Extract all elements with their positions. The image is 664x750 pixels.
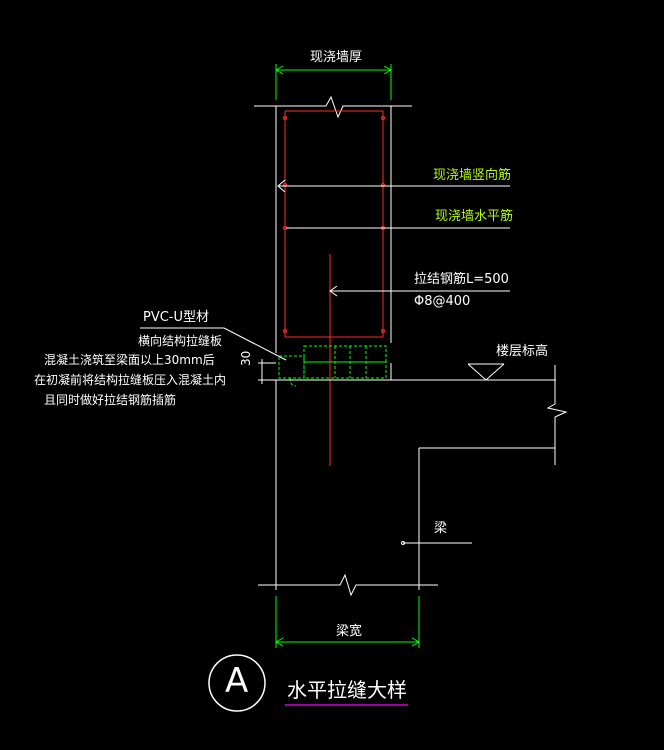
- pvc-material-label: PVC-U型材: [143, 310, 210, 325]
- bottom-break-line: [258, 573, 438, 597]
- leader-lines: [140, 179, 510, 361]
- vertical-rebar-label: 现浇墙竖向筋: [433, 168, 512, 183]
- note-line-2: 在初凝前将结构拉缝板压入混凝土内: [34, 373, 227, 387]
- note-line-1: 混凝土浇筑至梁面以上30mm后: [44, 353, 215, 367]
- tie-rebar-spacing-label: Φ8@400: [414, 294, 471, 309]
- detail-title: 水平拉缝大样: [287, 678, 407, 702]
- detail-letter: A: [225, 661, 249, 701]
- pvc-profile: [278, 345, 387, 387]
- floor-level: [276, 363, 568, 465]
- bottom-dimension: [274, 596, 421, 648]
- floor-level-label: 楼层标高: [496, 344, 549, 359]
- beam-outline: [275, 380, 555, 590]
- note-line-3: 且同时做好拉结钢筋插筋: [44, 393, 177, 407]
- beam-width-label: 梁宽: [336, 624, 363, 639]
- pvc-desc-label: 横向结构拉缝板: [138, 334, 223, 348]
- dim-30: [258, 359, 276, 384]
- wall-thickness-label: 现浇墙厚: [310, 50, 363, 65]
- wall-outline: [275, 106, 392, 353]
- detail-marker: [208, 654, 408, 712]
- top-break-line: [254, 95, 412, 119]
- dim-30-label: 30: [239, 350, 253, 366]
- beam-label: 梁: [434, 521, 448, 536]
- top-dimension: [274, 64, 393, 100]
- horizontal-rebar-label: 现浇墙水平筋: [435, 209, 514, 224]
- rebar: [283, 110, 385, 466]
- tie-rebar-length-label: 拉结钢筋L=500: [414, 272, 509, 287]
